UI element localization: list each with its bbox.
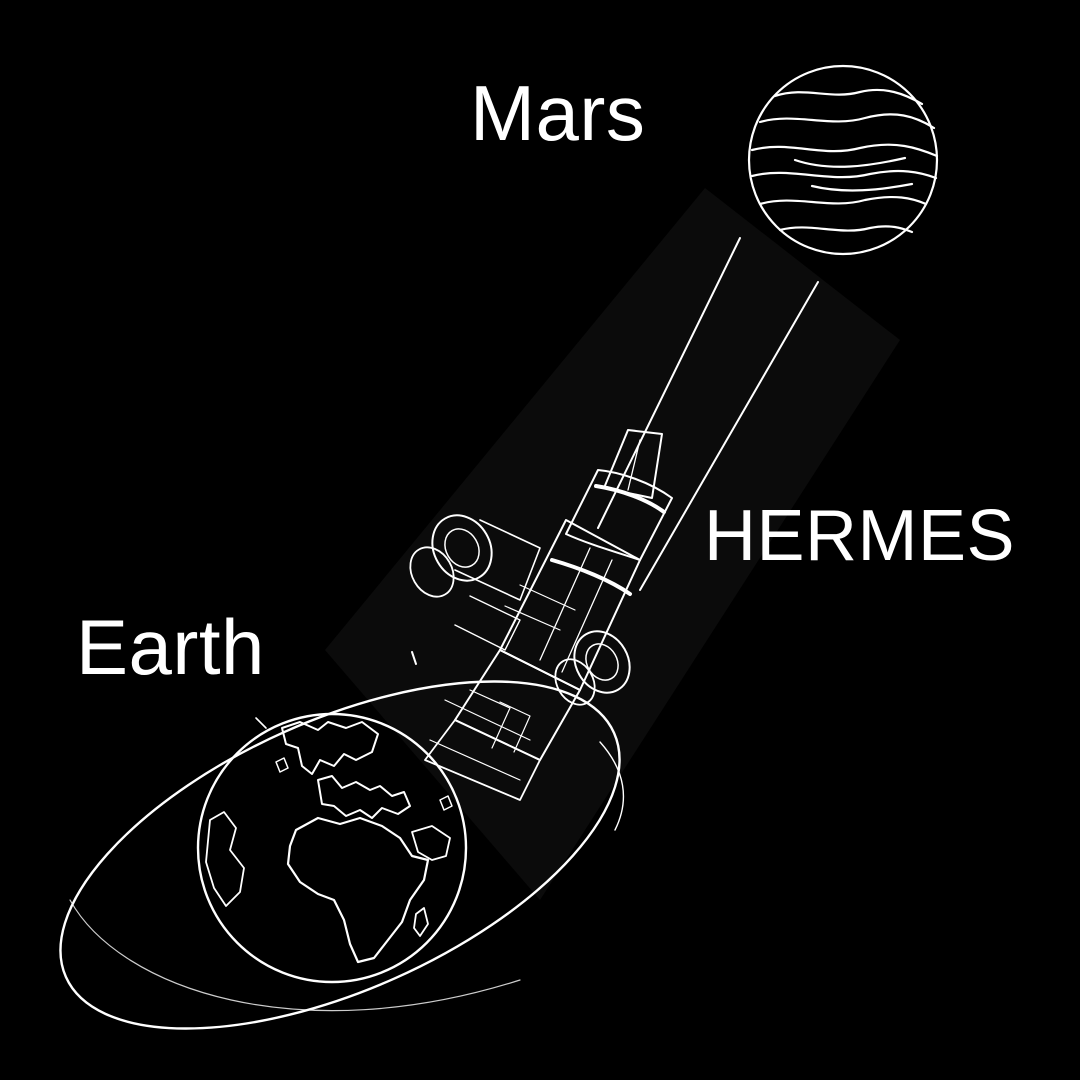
earth-label: Earth [76,603,265,691]
earth-planet-icon [196,712,468,984]
earth-orbit-ellipse [59,680,625,1030]
hermes-spacecraft-icon [409,237,819,801]
mars-planet-icon [747,64,939,256]
hermes-label: HERMES [704,496,1016,576]
mars-label: Mars [470,69,646,157]
